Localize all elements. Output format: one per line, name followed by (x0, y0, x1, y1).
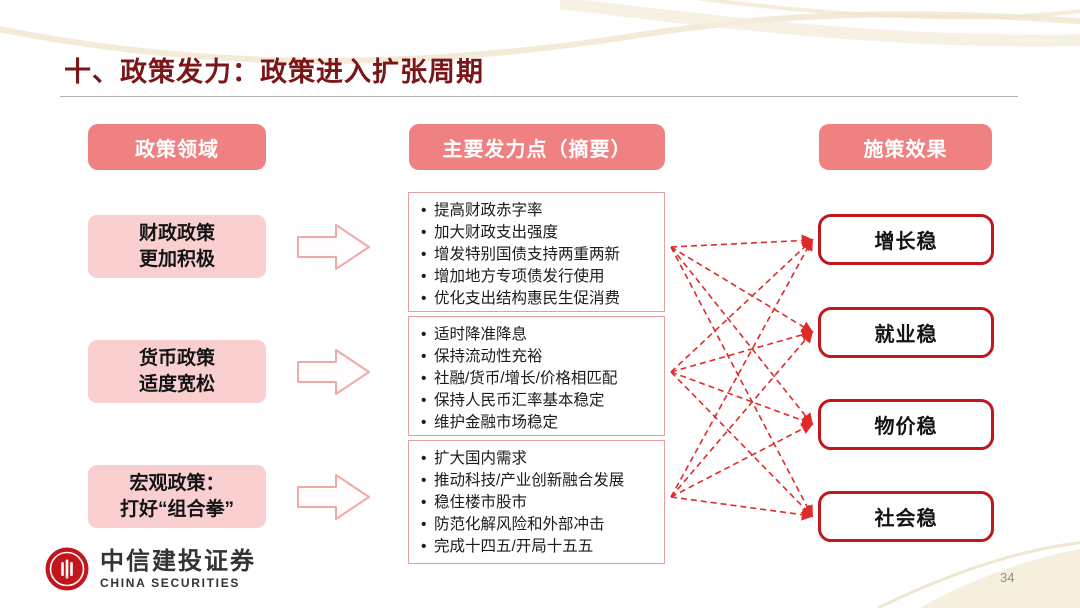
policy-area-line: 打好“组合拳” (119, 498, 234, 520)
effect-prices: 物价稳 (818, 399, 994, 450)
company-logo: 中信建投证券 CHINA SECURITIES (44, 546, 256, 592)
header-focus-points: 主要发力点（摘要） (409, 124, 665, 170)
focus-item: 优化支出结构惠民生促消费 (419, 288, 660, 310)
focus-list: 适时降准降息 保持流动性充裕 社融/货币/增长/价格相匹配 保持人民币汇率基本稳… (409, 317, 664, 438)
focus-item: 维护金融市场稳定 (419, 412, 660, 434)
focus-list: 提高财政赤字率 加大财政支出强度 增发特别国债支持两重两新 增加地方专项债发行使… (409, 193, 664, 314)
focus-item: 适时降准降息 (419, 324, 660, 346)
focus-item: 推动科技/产业创新融合发展 (419, 470, 660, 492)
effect-society: 社会稳 (818, 491, 994, 542)
policy-area-line: 宏观政策： (129, 472, 225, 494)
policy-area-line: 财政政策 (138, 222, 215, 244)
focus-list: 扩大国内需求 推动科技/产业创新融合发展 稳住楼市股市 防范化解风险和外部冲击 … (409, 441, 664, 562)
policy-area-monetary: 货币政策 适度宽松 (88, 340, 266, 403)
focus-item: 加大财政支出强度 (419, 222, 660, 244)
focus-item: 提高财政赤字率 (419, 200, 660, 222)
page-title: 十、政策发力：政策进入扩张周期 (64, 57, 484, 87)
focus-item: 防范化解风险和外部冲击 (419, 514, 660, 536)
focus-box-monetary: 适时降准降息 保持流动性充裕 社融/货币/增长/价格相匹配 保持人民币汇率基本稳… (408, 316, 665, 436)
dashed-arrow-lines (670, 234, 814, 521)
header-effects: 施策效果 (819, 124, 992, 170)
policy-area-macro: 宏观政策： 打好“组合拳” (88, 465, 266, 528)
focus-item: 稳住楼市股市 (419, 492, 660, 514)
focus-item: 社融/货币/增长/价格相匹配 (419, 368, 660, 390)
policy-area-line: 适度宽松 (138, 373, 215, 395)
effect-growth: 增长稳 (818, 214, 994, 265)
focus-box-fiscal: 提高财政赤字率 加大财政支出强度 增发特别国债支持两重两新 增加地方专项债发行使… (408, 192, 665, 312)
company-logo-text: 中信建投证券 CHINA SECURITIES (100, 548, 256, 590)
company-name-en: CHINA SECURITIES (100, 576, 241, 590)
title-divider (60, 96, 1018, 97)
focus-box-macro: 扩大国内需求 推动科技/产业创新融合发展 稳住楼市股市 防范化解风险和外部冲击 … (408, 440, 665, 564)
focus-item: 扩大国内需求 (419, 448, 660, 470)
effect-employment: 就业稳 (818, 307, 994, 358)
focus-item: 增加地方专项债发行使用 (419, 266, 660, 288)
focus-item: 保持流动性充裕 (419, 346, 660, 368)
focus-item: 增发特别国债支持两重两新 (419, 244, 660, 266)
header-policy-area: 政策领域 (88, 124, 266, 170)
company-name-cn: 中信建投证券 (100, 548, 256, 575)
policy-area-line: 货币政策 (138, 347, 215, 369)
focus-item: 保持人民币汇率基本稳定 (419, 390, 660, 412)
policy-area-line: 更加积极 (138, 248, 215, 270)
block-arrow-icon (297, 224, 370, 520)
citic-logo-icon (45, 547, 89, 591)
page-number: 34 (1000, 570, 1015, 585)
policy-area-fiscal: 财政政策 更加积极 (88, 215, 266, 278)
focus-item: 完成十四五/开局十五五 (419, 536, 660, 558)
